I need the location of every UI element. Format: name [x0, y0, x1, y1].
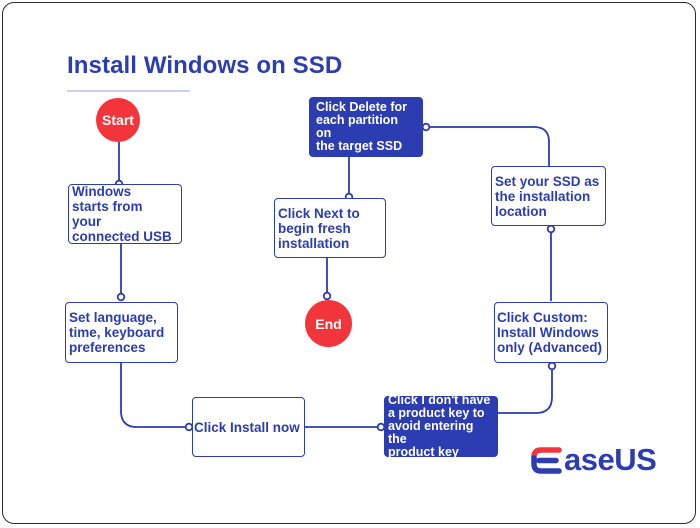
- step-click-delete: Click Delete for each partition on the t…: [309, 97, 423, 157]
- connector-dot: [546, 224, 556, 234]
- step-set-ssd-location: Set your SSD as the installation locatio…: [491, 166, 606, 226]
- connector-dot: [547, 361, 557, 371]
- page-title: Install Windows on SSD: [67, 52, 343, 79]
- connector-step4-to-step5: [498, 366, 553, 414]
- end-node: End: [305, 300, 352, 347]
- step-click-custom: Click Custom: Install Windows only (Adva…: [494, 302, 608, 363]
- connector-step2-to-step3: [120, 363, 189, 428]
- step-windows-starts: Windows starts from your connected USB: [68, 184, 182, 244]
- start-node: Start: [96, 98, 140, 142]
- step-click-install-now: Click Install now: [192, 397, 305, 457]
- step-set-language: Set language, time, keyboard preferences: [65, 302, 178, 363]
- start-label: Start: [102, 112, 134, 128]
- easeus-logo: aseUS: [529, 440, 657, 480]
- title-underline: [67, 90, 190, 92]
- connector-dot: [116, 292, 126, 302]
- end-label: End: [315, 315, 342, 332]
- connector-dot: [322, 291, 332, 301]
- connector-step6-to-step7: [426, 126, 550, 166]
- easeus-e-logo-icon: [531, 447, 562, 474]
- logo-text: aseUS: [564, 442, 657, 477]
- connector-dot: [421, 122, 431, 132]
- step-no-product-key: Click I don't have a product key to avoi…: [384, 394, 498, 459]
- step-click-next: Click Next to begin fresh installation: [274, 198, 386, 258]
